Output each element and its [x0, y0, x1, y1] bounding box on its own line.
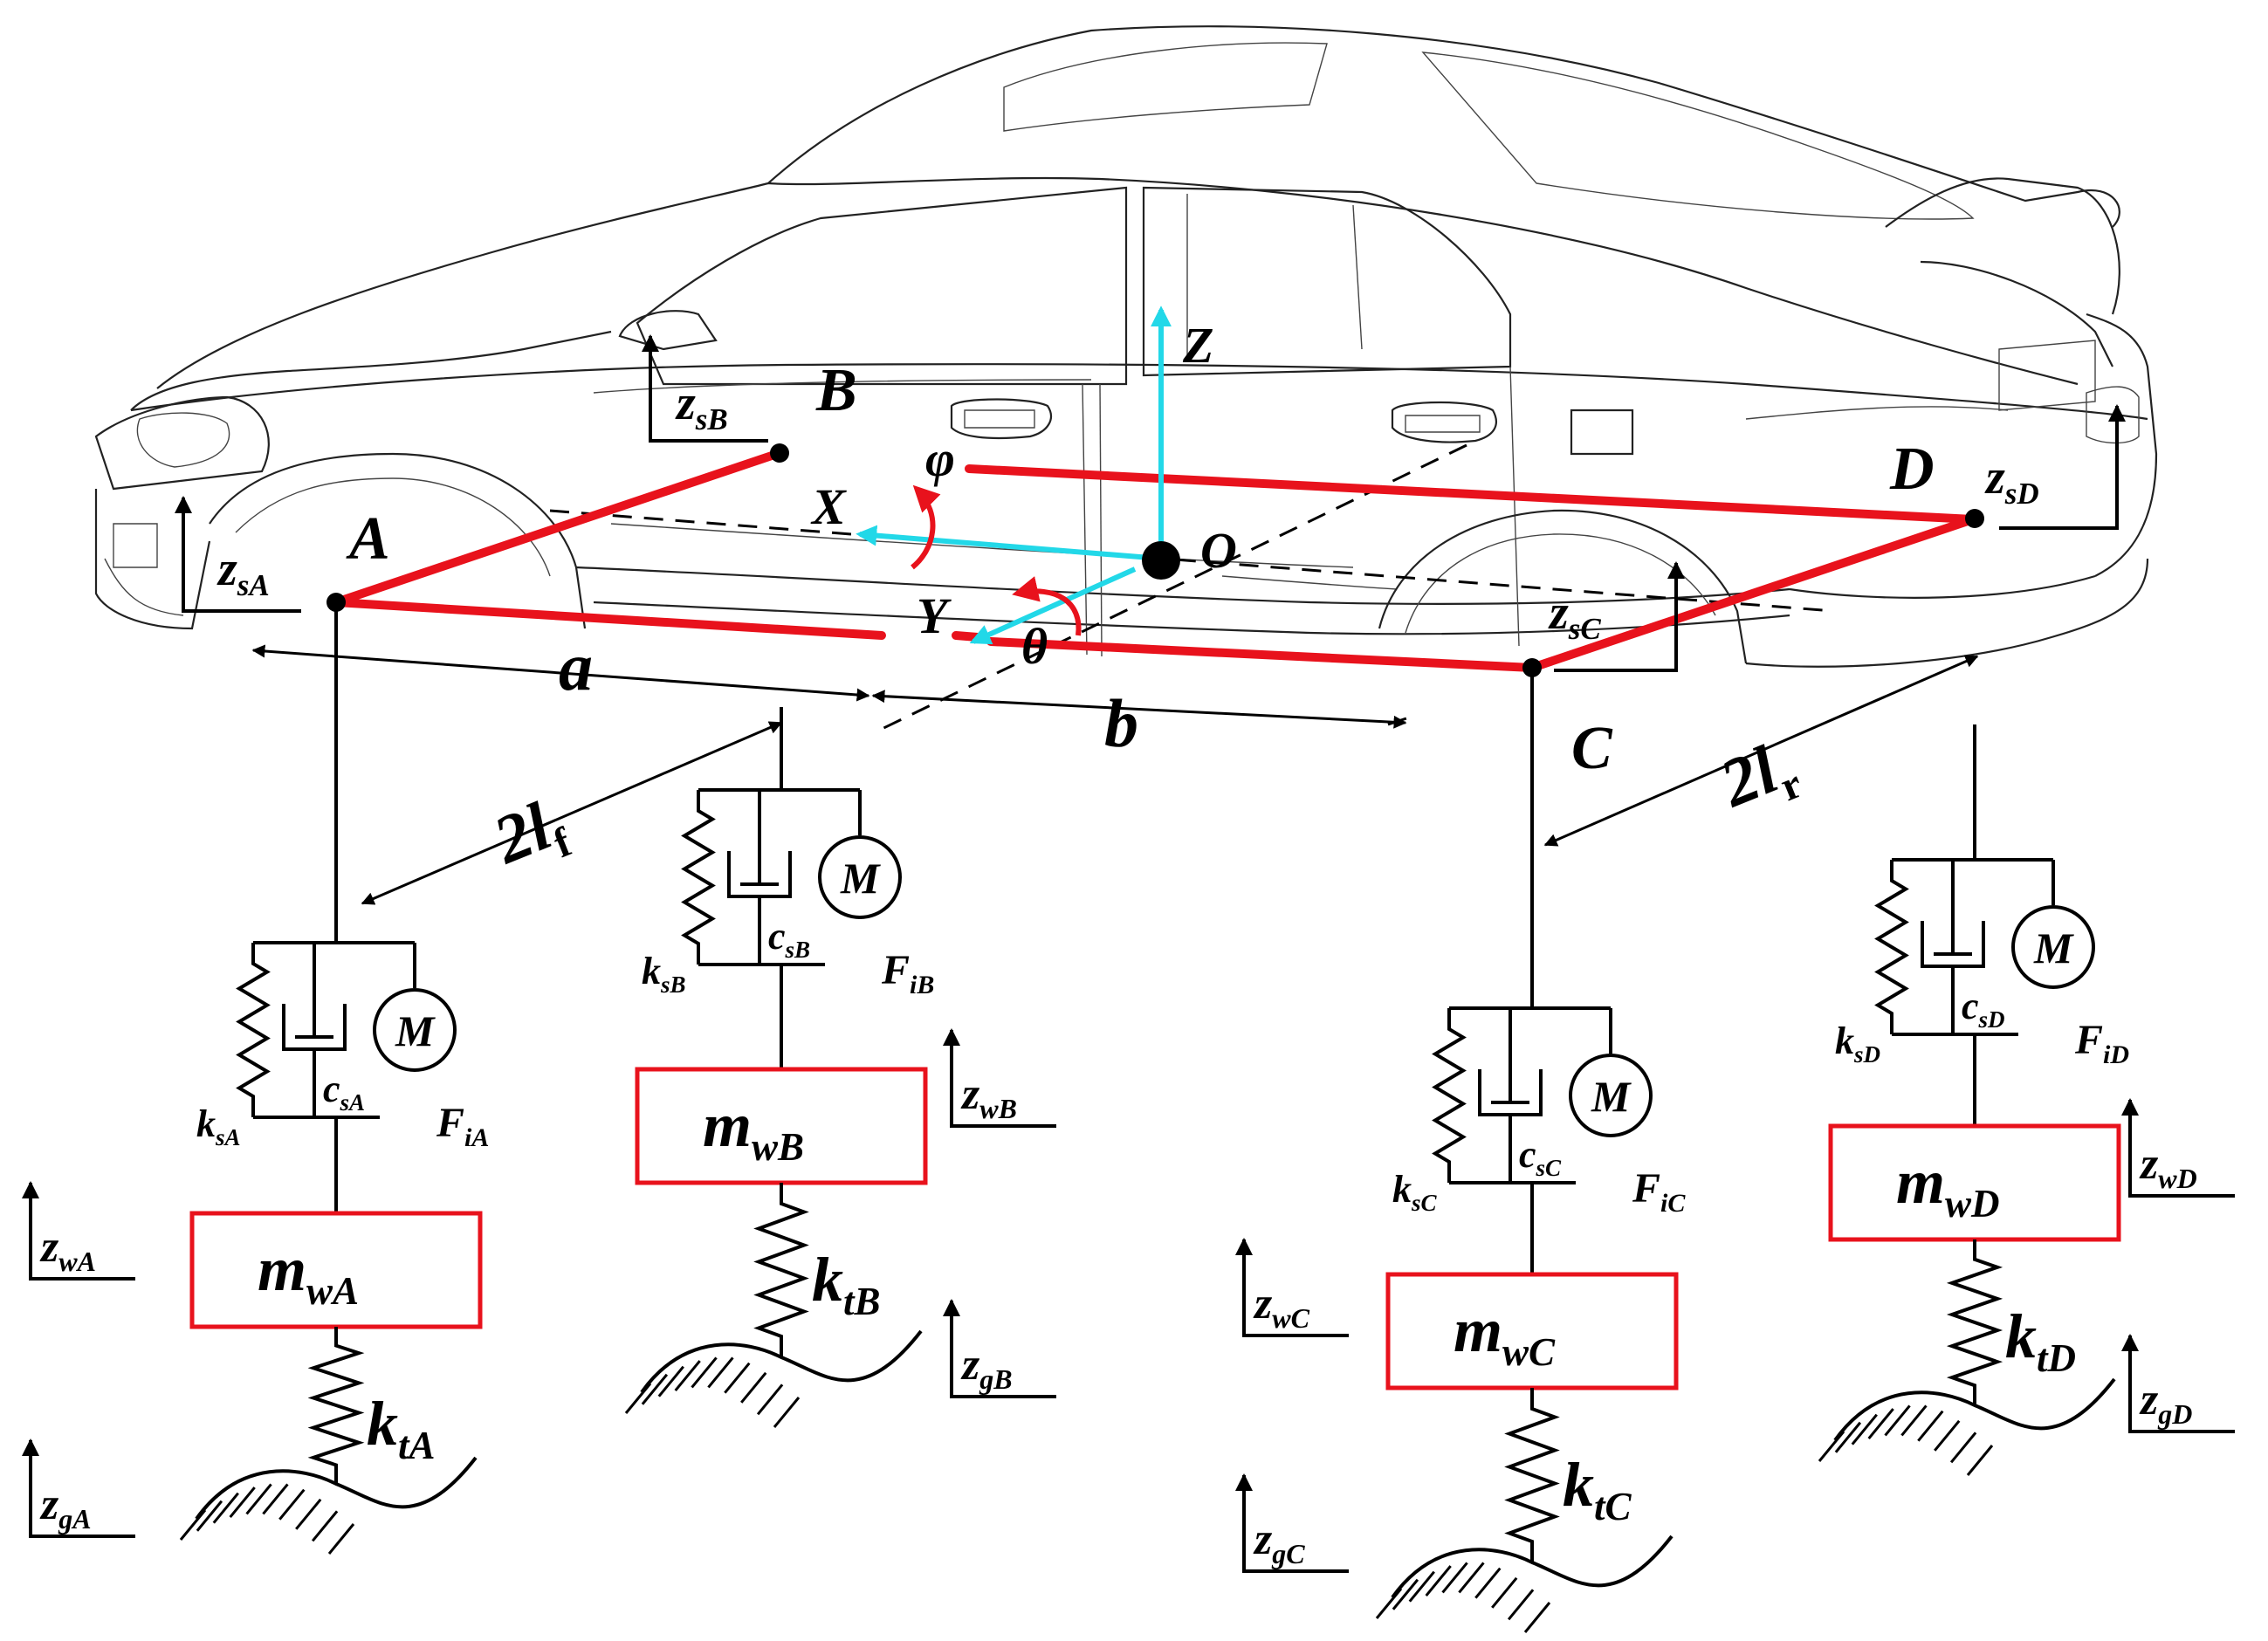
zw-arrow-A — [22, 1181, 135, 1281]
zw-arrow-B — [943, 1028, 1056, 1128]
label-kt-D: ktD — [2005, 1301, 2076, 1380]
label-Fi-D: FiD — [2074, 1017, 2129, 1069]
label-zw-B: zwB — [960, 1069, 1017, 1124]
sprung-mass-frame — [332, 450, 1977, 672]
road-profile-A — [179, 1456, 478, 1555]
unsprung-mass-box-D — [1828, 1123, 2121, 1242]
motor-label-C: M — [1591, 1072, 1632, 1121]
front-track-label: 2lf — [483, 782, 579, 887]
label-mw-C: mwC — [1454, 1295, 1556, 1374]
car-body-outline — [94, 25, 2158, 668]
actuator-motor-A — [373, 988, 457, 1072]
point-C-label: C — [1571, 715, 1613, 782]
unsprung-mass-box-C — [1385, 1272, 1679, 1390]
road-profile-B — [624, 1329, 923, 1428]
point-D-dot — [1965, 509, 1984, 528]
zw-arrow-C — [1235, 1238, 1349, 1337]
origin-O-label: O — [1200, 522, 1237, 579]
pitch-phi-label: φ — [925, 430, 955, 487]
suspension-spring-B — [681, 790, 716, 965]
front-track-arrow — [361, 721, 783, 905]
roll-rotation-arrow — [1012, 576, 1082, 636]
label-kt-C: ktC — [1563, 1450, 1632, 1528]
zg-arrow-B — [943, 1299, 1056, 1398]
origin-O-dot — [1142, 541, 1180, 580]
road-profile-D — [1818, 1377, 2116, 1476]
unsprung-mass-box-A — [189, 1211, 483, 1329]
label-zg-C: zgC — [1253, 1514, 1305, 1569]
roll-theta-label: θ — [1021, 618, 1048, 675]
axis-X-label: X — [810, 478, 847, 535]
label-Fi-C: FiC — [1632, 1165, 1686, 1218]
motor-label-A: M — [395, 1006, 436, 1055]
label-ks-D: ksD — [1835, 1020, 1880, 1068]
label-kt-B: ktB — [812, 1245, 881, 1323]
dimension-a-arrow — [251, 644, 870, 702]
point-B-label: B — [815, 357, 857, 424]
label-zw-A: zwA — [39, 1222, 96, 1277]
actuator-motor-D — [2011, 905, 2095, 989]
label-mw-A: mwA — [258, 1234, 359, 1313]
label-ks-A: ksA — [196, 1102, 241, 1150]
tyre-spring-C — [1504, 1388, 1560, 1562]
label-zs-D: zsD — [1984, 450, 2039, 511]
label-zg-A: zgA — [39, 1480, 92, 1535]
suspension-spring-A — [236, 943, 271, 1117]
point-D-label: D — [1889, 436, 1935, 503]
dimension-b-label: b — [1104, 685, 1138, 761]
road-profile-C — [1375, 1535, 1674, 1633]
label-zs-C: zsC — [1548, 586, 1601, 646]
zs-arrows — [175, 334, 2126, 672]
dimension-b-arrow — [871, 690, 1407, 729]
suspension-spring-D — [1874, 860, 1909, 1034]
point-A-label: A — [346, 505, 390, 573]
label-mw-B: mwB — [703, 1090, 804, 1169]
label-Fi-A: FiA — [436, 1100, 489, 1152]
point-B-dot — [770, 443, 789, 463]
tyre-spring-D — [1946, 1239, 2003, 1405]
tyre-spring-B — [753, 1183, 809, 1357]
axis-Z-label: Z — [1182, 317, 1213, 374]
label-ks-C: ksC — [1392, 1168, 1438, 1216]
pitch-rotation-arrow — [911, 484, 941, 570]
label-cs-D: csD — [1962, 985, 2005, 1033]
zg-arrow-D — [2121, 1334, 2235, 1433]
label-zw-C: zwC — [1253, 1279, 1310, 1334]
label-zs-B: zsB — [675, 376, 728, 436]
zg-arrow-C — [1235, 1473, 1349, 1573]
zw-arrow-D — [2121, 1098, 2235, 1198]
label-cs-A: csA — [323, 1068, 365, 1116]
actuator-motor-C — [1569, 1054, 1653, 1137]
motor-label-B: M — [840, 854, 881, 903]
actuator-motor-B — [818, 835, 902, 919]
y-axis-arrow — [969, 566, 1137, 645]
label-zg-D: zgD — [2139, 1375, 2192, 1430]
label-cs-B: csB — [768, 915, 810, 963]
rear-track-arrow — [1543, 655, 1979, 847]
suspension-spring-C — [1432, 1008, 1467, 1183]
label-mw-D: mwD — [1896, 1147, 2000, 1226]
x-axis-arrow — [856, 525, 1162, 561]
dimension-a-label: a — [559, 628, 593, 704]
axis-Y-label: Y — [917, 587, 952, 644]
label-cs-C: csC — [1519, 1133, 1562, 1181]
rear-track-label: 2lr — [1709, 724, 1809, 830]
label-kt-A: ktA — [367, 1389, 436, 1467]
motor-label-D: M — [2033, 923, 2074, 972]
label-Fi-B: FiB — [881, 947, 934, 999]
label-zw-D: zwD — [2139, 1139, 2197, 1194]
label-zs-A: zsA — [216, 542, 270, 602]
longitudinal-centerline — [549, 509, 1834, 613]
label-ks-B: ksB — [642, 950, 686, 998]
label-zg-B: zgB — [960, 1340, 1013, 1395]
tyre-spring-A — [307, 1327, 365, 1484]
zg-arrow-A — [22, 1438, 135, 1538]
